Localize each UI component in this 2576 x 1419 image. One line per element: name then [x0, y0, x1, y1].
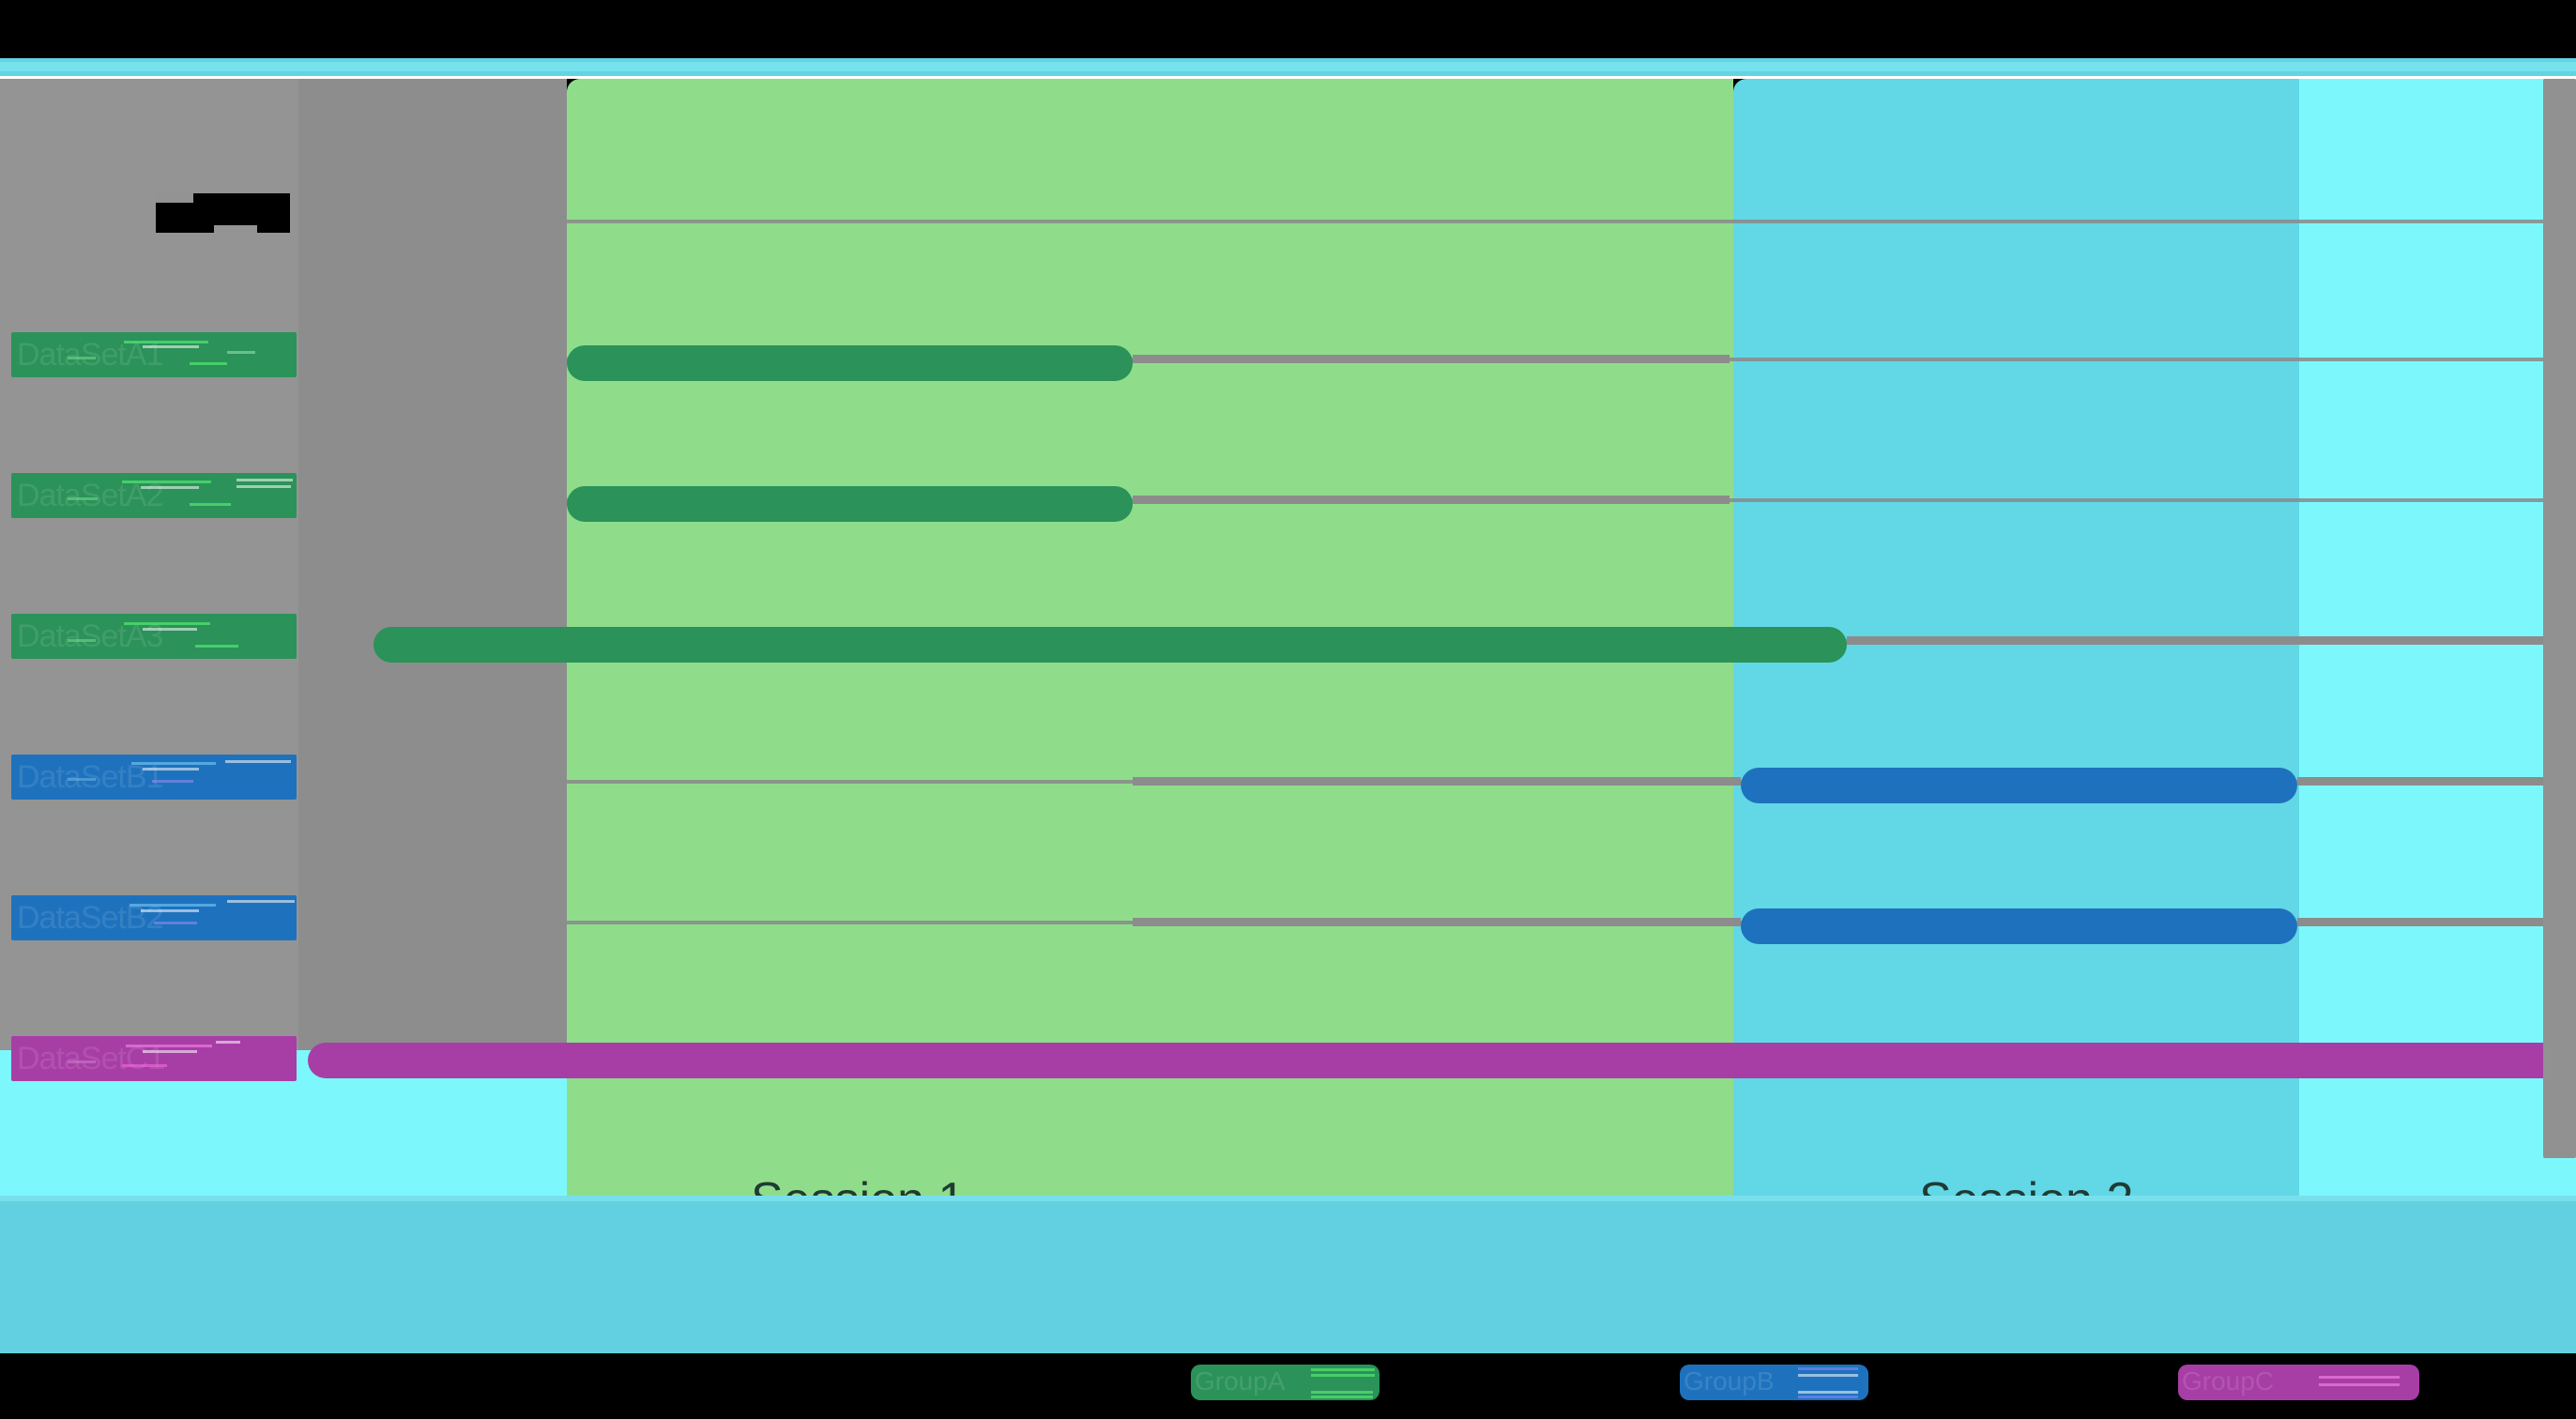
redaction-streak: [124, 622, 210, 625]
redaction-streak: [1798, 1391, 1858, 1394]
continuation-row-4: [1133, 777, 1741, 786]
redaction-streak: [236, 479, 293, 481]
row-label-6[interactable]: DataSetC1: [11, 1036, 297, 1081]
legend-swatch-blue[interactable]: GroupB: [1680, 1365, 1868, 1400]
row-label-3[interactable]: DataSetA3: [11, 614, 297, 659]
row-label-4-text: DataSetB1: [17, 759, 163, 795]
redaction-streak: [143, 345, 199, 348]
gridline-top-left: [567, 220, 1733, 223]
legend-swatch-blue-text: GroupB: [1684, 1366, 1775, 1396]
redaction-streak: [227, 351, 255, 354]
footer-teal-highlight: [0, 1196, 2576, 1201]
gantt-plot-area: DataSetA1 DataSetA2 DataSetA3: [0, 79, 2576, 1228]
redaction-streak: [195, 645, 238, 648]
redaction-streak: [143, 628, 197, 631]
redaction-streak: [216, 1041, 240, 1044]
redaction-streak: [1311, 1374, 1375, 1377]
continuation-row-4-right: [2297, 777, 2576, 786]
redaction-streak: [1311, 1368, 1375, 1371]
redaction-streak: [141, 909, 199, 912]
gantt-bar-row-3[interactable]: [373, 627, 1847, 663]
redaction-streak: [68, 497, 98, 500]
continuation-row-5-right: [2297, 918, 2576, 926]
legend-swatch-green-text: GroupA: [1195, 1366, 1286, 1396]
redaction-streak: [131, 762, 216, 765]
legend-swatch-magenta-text: GroupC: [2182, 1366, 2275, 1396]
redaction-streak: [1798, 1396, 1858, 1398]
title-notch-bottom: [214, 225, 257, 233]
row-label-gutter-secondary: [298, 79, 567, 1050]
gantt-bar-row-6[interactable]: [308, 1043, 2576, 1078]
redaction-streak: [68, 357, 96, 359]
chart-title-redacted: [156, 193, 290, 233]
redaction-streak: [68, 1060, 96, 1063]
redaction-streak: [225, 760, 291, 763]
redaction-streak: [154, 922, 197, 924]
redaction-streak: [1798, 1374, 1858, 1377]
gantt-bar-row-2[interactable]: [567, 486, 1133, 522]
redaction-streak: [68, 639, 96, 642]
redaction-streak: [130, 904, 216, 907]
continuation-row-1: [1133, 355, 1730, 363]
row-label-2-text: DataSetA2: [17, 478, 163, 513]
redaction-streak: [143, 1050, 197, 1053]
redaction-streak: [141, 486, 199, 489]
redaction-streak: [190, 503, 231, 506]
row-label-2[interactable]: DataSetA2: [11, 473, 297, 518]
gridline-top-right: [1733, 220, 2576, 223]
redaction-streak: [1311, 1396, 1373, 1398]
row-label-gutter-inner: [0, 79, 298, 1050]
continuation-row-5: [1133, 918, 1741, 926]
redaction-streak: [190, 362, 227, 365]
legend-swatch-green[interactable]: GroupA: [1191, 1365, 1379, 1400]
redaction-streak: [236, 485, 291, 488]
continuation-row-2: [1133, 496, 1730, 504]
title-notch-left: [156, 193, 193, 203]
teal-strip-highlight: [0, 62, 2576, 71]
legend-bar: GroupA GroupB GroupC: [0, 1353, 2576, 1419]
gantt-bar-row-5[interactable]: [1741, 908, 2297, 944]
redaction-streak: [122, 481, 211, 483]
redaction-streak: [68, 778, 96, 781]
redaction-streak: [126, 1045, 212, 1047]
row-label-4[interactable]: DataSetB1: [11, 755, 297, 800]
top-letterbox: [0, 0, 2576, 58]
legend-swatch-magenta[interactable]: GroupC: [2178, 1365, 2419, 1400]
continuation-row-3: [1847, 636, 2576, 645]
redaction-streak: [122, 1064, 167, 1067]
redaction-streak: [124, 341, 208, 343]
redaction-streak: [1798, 1367, 1858, 1370]
redaction-streak: [227, 900, 295, 903]
redaction-streak: [152, 780, 193, 783]
redaction-streak: [2319, 1376, 2400, 1379]
row-label-1[interactable]: DataSetA1: [11, 332, 297, 377]
redaction-streak: [2319, 1383, 2400, 1386]
row-label-5[interactable]: DataSetB2: [11, 895, 297, 940]
gantt-bar-row-1[interactable]: [567, 345, 1133, 381]
redaction-streak: [143, 768, 199, 771]
footer-teal-band: [0, 1196, 2576, 1353]
vertical-scrollbar[interactable]: [2543, 79, 2576, 1158]
header-separator: [0, 76, 2576, 79]
gantt-bar-row-4[interactable]: [1741, 768, 2297, 803]
redaction-streak: [1311, 1391, 1373, 1394]
